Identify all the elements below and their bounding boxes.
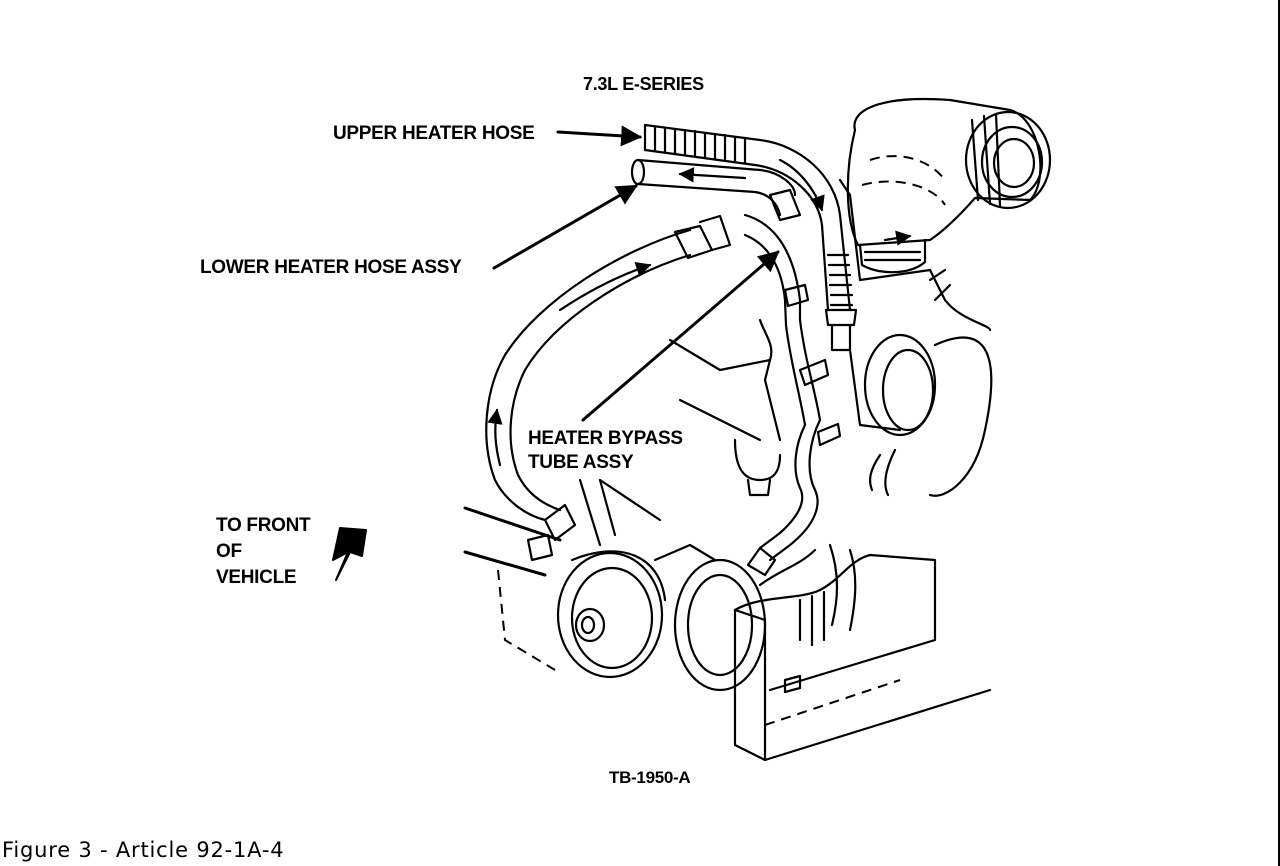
label-to-front-of-vehicle: TO FRONT OF VEHICLE <box>216 513 311 591</box>
label-upper-heater-hose: UPPER HEATER HOSE <box>333 123 535 144</box>
label-heater-bypass-line1: HEATER BYPASS <box>528 428 683 449</box>
front-pulleys <box>526 533 767 692</box>
label-heater-bypass-line2: TUBE ASSY <box>528 452 634 473</box>
diagram-title: 7.3L E-SERIES <box>583 74 704 94</box>
label-to-front-line2: OF <box>216 541 242 562</box>
water-pump-hose <box>485 214 732 542</box>
label-lower-heater-hose-assy: LOWER HEATER HOSE ASSY <box>200 257 462 278</box>
radiator-shroud <box>733 543 992 762</box>
lower-heater-hose-assy <box>630 158 802 222</box>
heater-bypass-tube <box>743 213 842 577</box>
callout-arrows <box>492 125 780 422</box>
label-to-front-line3: VEHICLE <box>216 567 297 588</box>
label-heater-bypass-tube-assy: HEATER BYPASS TUBE ASSY <box>528 427 683 475</box>
thermostat-housing <box>846 97 1052 274</box>
front-direction-arrow <box>332 527 367 581</box>
right-border <box>1278 0 1280 866</box>
upper-heater-hose <box>643 123 858 352</box>
figure-caption: Figure 3 - Article 92-1A-4 <box>2 838 285 862</box>
lower-left-engine-edge <box>463 478 662 671</box>
figure-code: TB-1950-A <box>609 768 691 787</box>
engine-block <box>668 178 993 497</box>
label-to-front-line1: TO FRONT <box>216 515 311 536</box>
